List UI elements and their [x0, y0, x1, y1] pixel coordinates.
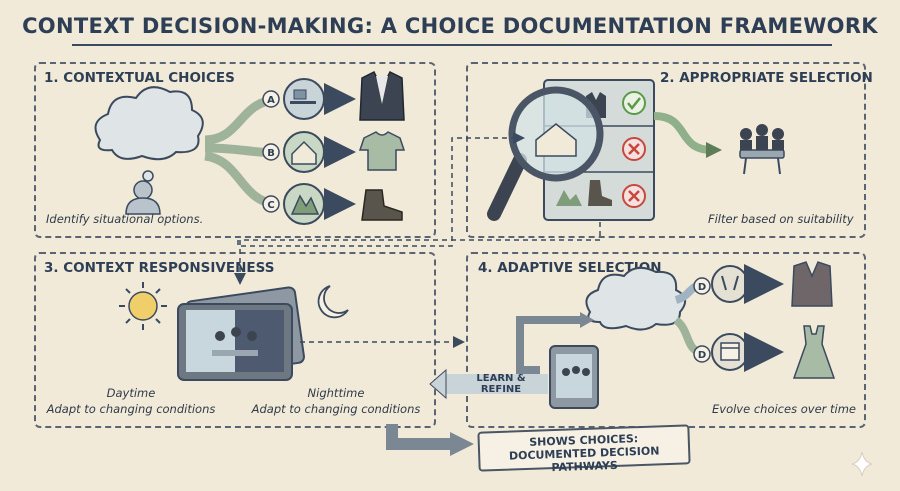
option-c-letter: C	[267, 200, 274, 211]
option-badge-c: C	[262, 195, 280, 213]
branch-a	[204, 95, 276, 145]
panel-2-caption: Filter based on suitability	[708, 212, 854, 226]
blazer-icon	[791, 261, 833, 307]
summary-badge: SHOWS CHOICES: DOCUMENTED DECISION PATHW…	[477, 424, 691, 474]
magnifier-icon	[487, 86, 604, 221]
sparkle-icon	[851, 451, 873, 477]
dress-icon	[792, 325, 836, 379]
arrow-down-to-badge	[386, 424, 454, 450]
option-d2-letter: D	[698, 350, 706, 361]
panel-3-heading: 3. CONTEXT RESPONSIVENESS	[44, 260, 275, 276]
connector-2-to-3	[234, 222, 601, 285]
panel-1-heading: 1. CONTEXTUAL CHOICES	[44, 70, 235, 86]
cross-icon-1	[622, 137, 646, 161]
meeting-table-icon	[739, 124, 785, 175]
moon-icon	[317, 285, 349, 319]
sun-icon	[119, 282, 167, 330]
panel-4-caption: Evolve choices over time	[712, 402, 857, 416]
arrow-to-meeting	[653, 112, 713, 154]
panel-1-caption: Identify situational options.	[46, 212, 204, 226]
tshirt-icon	[358, 131, 406, 171]
home-option-icon	[283, 131, 325, 173]
panel-contextual-choices	[34, 62, 436, 238]
celebration-glasses-icon	[711, 265, 749, 303]
nighttime-label: Nighttime	[307, 386, 365, 400]
daytime-label: Daytime	[106, 386, 156, 400]
option-badge-d1: D	[693, 277, 711, 295]
idea-cloud-icon	[585, 266, 687, 331]
tablet-icon	[177, 286, 305, 381]
connector-1-to-2	[237, 132, 525, 247]
option-d1-letter: D	[698, 282, 706, 293]
loop-arrow-up	[516, 316, 584, 374]
diagram-title: CONTEXT DECISION-MAKING: A CHOICE DOCUME…	[22, 14, 878, 38]
office-option-icon	[283, 78, 325, 120]
title-underline	[72, 44, 832, 46]
branch-c	[204, 151, 276, 209]
outdoor-option-icon	[283, 183, 325, 225]
loop-tablet-icon	[549, 345, 599, 409]
option-a-letter: A	[267, 95, 275, 106]
thought-cloud-icon	[94, 86, 204, 182]
person-icon	[125, 180, 161, 215]
check-icon	[622, 91, 646, 115]
suit-jacket-icon	[359, 70, 405, 121]
panel-4-heading: 4. ADAPTIVE SELECTION	[478, 260, 662, 276]
option-badge-b: B	[262, 143, 280, 161]
daytime-caption: Adapt to changing conditions	[46, 402, 216, 416]
panel-context-responsiveness	[34, 252, 436, 428]
option-b-letter: B	[267, 148, 275, 159]
cross-icon-2	[622, 184, 646, 208]
option-badge-d2: D	[693, 345, 711, 363]
panel-2-heading: 2. APPROPRIATE SELECTION	[660, 70, 873, 86]
option-badge-a: A	[262, 90, 280, 108]
panel-appropriate-selection	[466, 62, 866, 238]
nighttime-caption: Adapt to changing conditions	[251, 402, 421, 416]
learn-refine-label: LEARN & REFINE	[476, 373, 526, 395]
calendar-icon	[711, 333, 749, 371]
hiking-boot-icon	[361, 189, 403, 221]
